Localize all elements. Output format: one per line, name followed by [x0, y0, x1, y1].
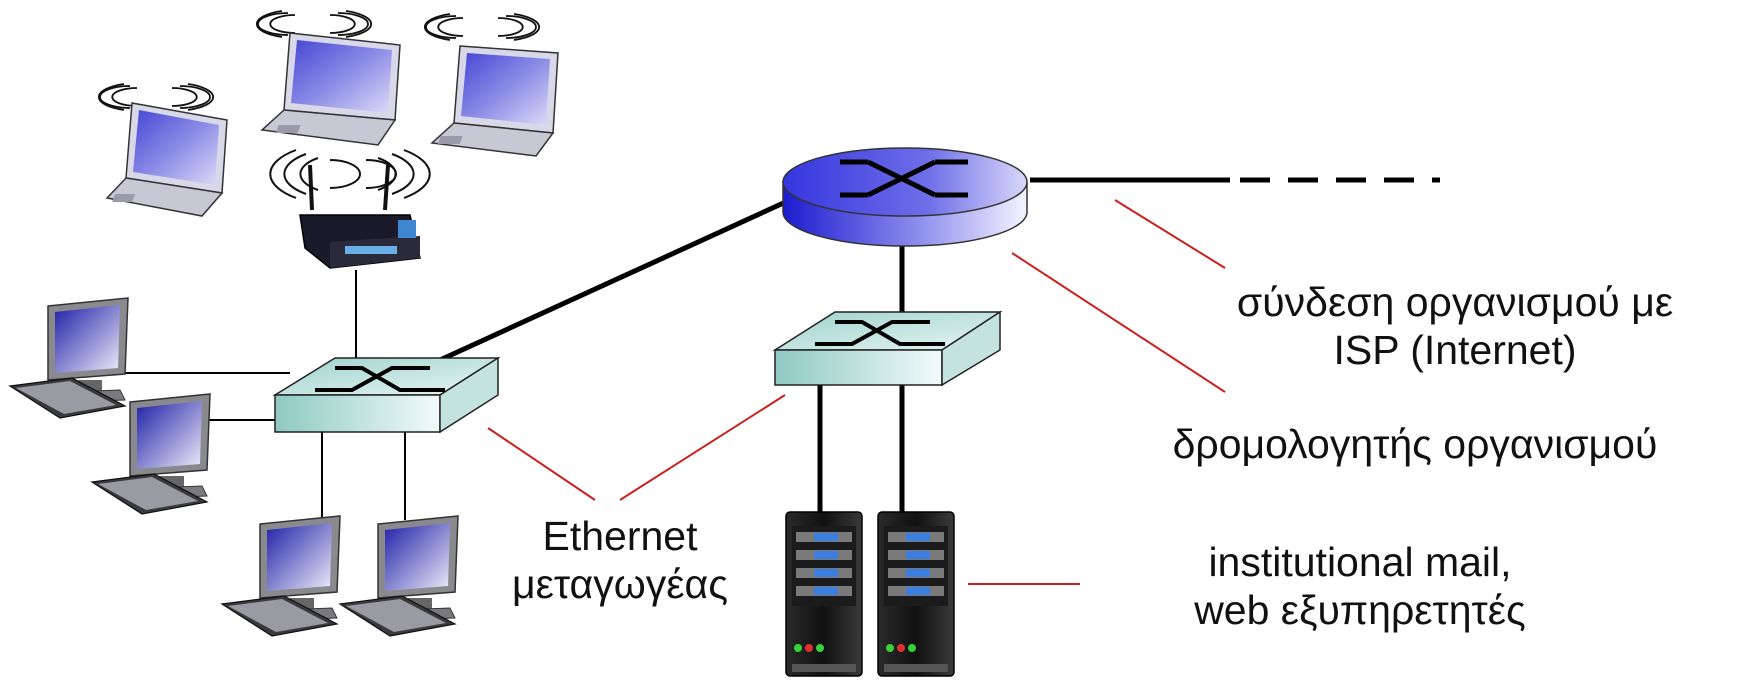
status-led-icon: [897, 644, 905, 652]
annotation-lines: [487, 199, 1226, 585]
wifi-signal-icon: [256, 10, 372, 38]
servers-label: institutional mail, web εξυπηρετητές: [1130, 538, 1590, 634]
switch-label-line1: Ethernet: [542, 513, 698, 559]
isp-link-label: σύνδεση οργανισμού με ISP (Internet): [1175, 278, 1735, 374]
status-led-icon: [886, 644, 894, 652]
desktop-pc-2: [90, 393, 211, 515]
switch-arrows-icon: [815, 320, 945, 346]
wifi-signal-icon: [424, 13, 540, 41]
annotation-line-router: [1011, 252, 1226, 393]
ethernet-switch-left: [272, 356, 501, 434]
status-led-icon: [816, 644, 824, 652]
server-2: [877, 511, 955, 677]
status-led-icon: [805, 644, 813, 652]
isp-link-label-line2: ISP (Internet): [1333, 327, 1577, 373]
wifi-signal-icon: [98, 83, 214, 111]
servers-label-line2: web εξυπηρετητές: [1194, 587, 1526, 633]
status-led-icon: [908, 644, 916, 652]
router-label-text: δρομολογητής οργανισμού: [1172, 421, 1658, 467]
desktop-pc-3: [220, 515, 341, 637]
server-1: [785, 511, 863, 677]
link-router-switch-left: [438, 197, 792, 363]
desktop-pc-1: [8, 297, 129, 419]
status-led-icon: [794, 644, 802, 652]
annotation-line-isp: [1114, 199, 1226, 269]
wifi-signal-icon: [269, 149, 431, 199]
switch-arrows-icon: [315, 366, 445, 392]
router: [782, 147, 1028, 247]
laptop-2: [256, 10, 401, 146]
wireless-router: [269, 149, 431, 269]
switch-label-line2: μεταγωγέας: [512, 561, 728, 607]
ethernet-switch-right: [772, 310, 1003, 387]
switch-label: Ethernet μεταγωγέας: [470, 512, 770, 608]
laptop-1: [98, 83, 228, 217]
router-label: δρομολογητής οργανισμού: [1100, 420, 1730, 468]
network-links: [115, 177, 1440, 520]
annotation-line-switch-left: [487, 427, 596, 501]
annotation-line-switch-right: [619, 394, 786, 501]
desktop-pc-4: [338, 515, 459, 637]
laptop-3: [424, 13, 559, 157]
servers-label-line1: institutional mail,: [1208, 539, 1512, 585]
isp-link-label-line1: σύνδεση οργανισμού με: [1236, 279, 1674, 325]
router-arrows-icon: [840, 159, 968, 198]
